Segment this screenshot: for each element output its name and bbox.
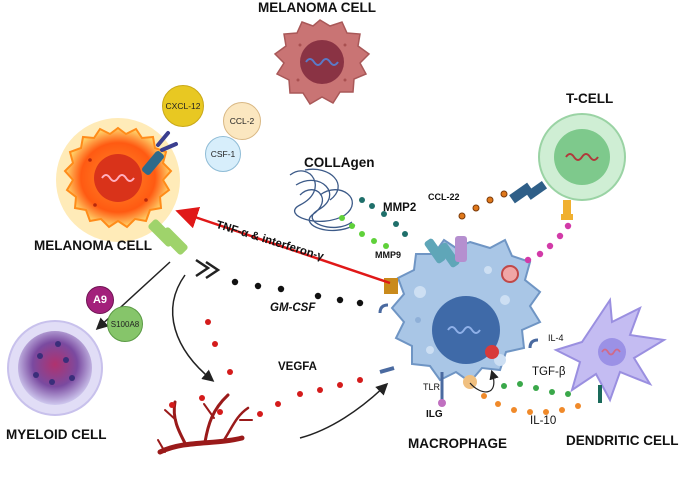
vegfa-dots — [169, 319, 363, 417]
mmp9-dots — [339, 215, 389, 249]
ccl2-cytokine: CCL-2 — [223, 102, 261, 140]
myeloid-cell-label: MYELOID CELL — [6, 427, 107, 442]
dendritic-cell — [553, 297, 667, 403]
macrophage-label: MACROPHAGE — [408, 436, 508, 451]
csf1-cytokine: CSF-1 — [205, 136, 241, 172]
tgf-beta-label: TGF-β — [532, 366, 566, 378]
tcell-magenta-dots — [524, 222, 572, 264]
tnf-interferon-arrow — [175, 206, 391, 285]
melanoma-cell-top — [273, 19, 371, 106]
dendritic-cell-label: DENDRITIC CELL — [566, 433, 679, 448]
mmp2-label: MMP2 — [383, 202, 417, 214]
collagen-fibers — [289, 168, 356, 232]
tlr-label: TLR — [423, 382, 441, 392]
a9-protein: A9 — [86, 286, 114, 314]
s100a8-protein: S100A8 — [107, 306, 143, 342]
ilg-label: ILG — [426, 409, 443, 420]
vegfa-label: VEGFA — [278, 361, 317, 373]
arrow-to-macrophage — [299, 382, 389, 439]
macrophage-feedback-arrow — [469, 369, 499, 393]
ccl22-dots — [458, 190, 508, 220]
il4-label: IL-4 — [548, 333, 564, 343]
myeloid-cell — [7, 320, 103, 416]
melanoma-cell-left-label: MELANOMA CELL — [34, 238, 152, 253]
chevron-arrows — [195, 258, 221, 280]
collagen-label: COLLAgen — [304, 155, 375, 170]
mmp9-label: MMP9 — [375, 250, 402, 260]
melanoma-cell-top-label: MELANOMA CELL — [258, 0, 376, 15]
t-cell-label: T-CELL — [566, 91, 614, 106]
tgf-beta-dots — [501, 381, 571, 397]
cxcl12-cytokine: CXCL-12 — [162, 85, 204, 127]
macrophage — [378, 236, 542, 407]
il10-label: IL-10 — [530, 415, 557, 427]
mmp2-dots — [359, 197, 408, 237]
arrow-to-vessel — [171, 274, 215, 382]
il10-dots — [481, 393, 581, 415]
gm-csf-label: GM-CSF — [270, 302, 316, 314]
melanoma-cell-left — [56, 118, 188, 255]
gm-csf-dots — [231, 278, 364, 307]
ccl22-label: CCL-22 — [428, 192, 460, 202]
t-cell — [509, 113, 626, 220]
